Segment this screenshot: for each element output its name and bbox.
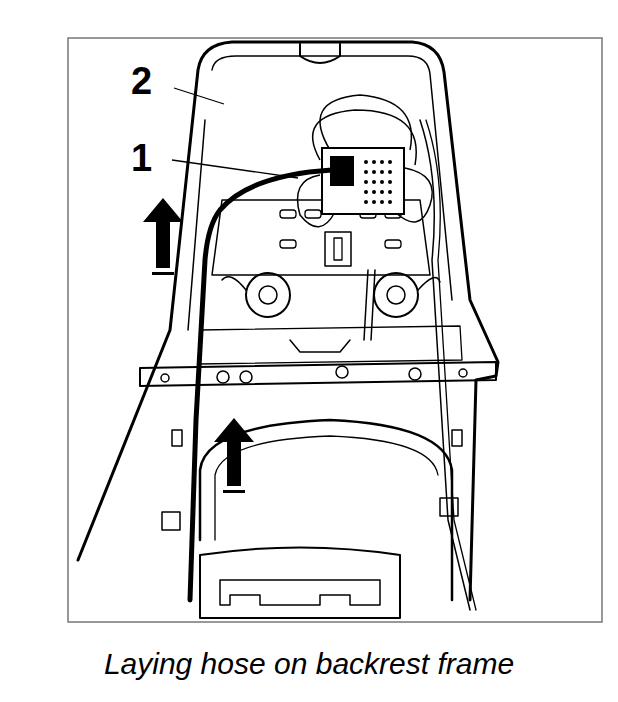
callout-number: 2	[131, 62, 152, 100]
leader-lines	[172, 88, 298, 178]
connector-block	[322, 148, 404, 214]
wire-bundle	[298, 95, 433, 227]
figure-caption: Laying hose on backrest frame	[0, 646, 618, 682]
direction-arrows	[143, 198, 254, 493]
callout-number: 1	[131, 139, 152, 177]
hose	[190, 170, 332, 600]
picture-border	[68, 38, 602, 622]
backrest-frame	[78, 42, 498, 618]
